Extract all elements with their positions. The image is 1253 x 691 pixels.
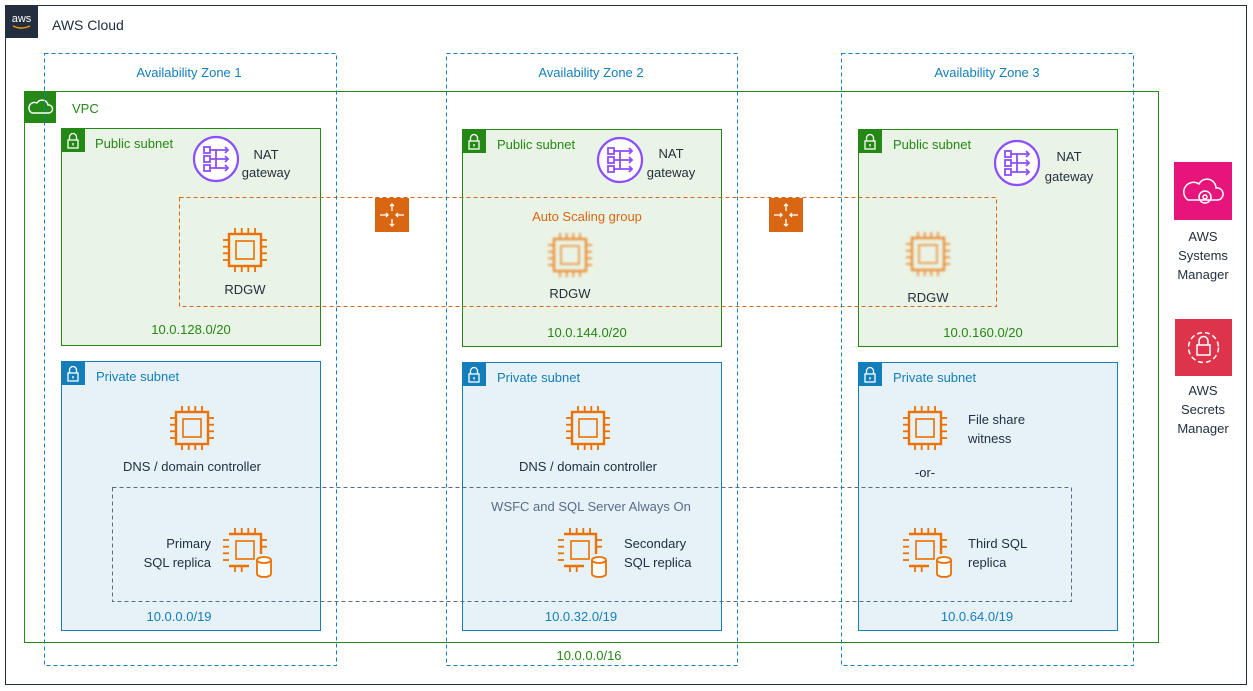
primary-sql-replica-label-line2: SQL replica [144, 555, 212, 570]
availability-zone-2 [446, 53, 738, 666]
public-subnet-1: Public subnet NAT gateway 10.0.128.0/20 [61, 128, 321, 346]
nat-gateway-label-line2: gateway [242, 165, 291, 180]
private-subnet-label: Private subnet [497, 370, 580, 385]
service-label-line2: Secrets [1181, 402, 1226, 417]
availability-zone-label: Availability Zone 1 [136, 65, 241, 80]
rdgw-label: RDGW [224, 282, 266, 297]
aws-cloud-label: AWS Cloud [52, 17, 124, 33]
auto-scaling-icon [374, 197, 410, 233]
availability-zone-1 [44, 53, 337, 666]
auto-scaling-group-label: Auto Scaling group [532, 209, 642, 224]
private-subnet-label: Private subnet [96, 369, 179, 384]
secrets-manager-icon [1175, 319, 1232, 376]
subnet-cidr: 10.0.32.0/19 [545, 609, 617, 624]
auto-scaling-group-frame [179, 197, 997, 307]
public-subnet-2: Public subnet NAT gateway 10.0.144.0/20 [462, 129, 722, 347]
aws-logo [5, 5, 38, 38]
public-subnet-label: Public subnet [893, 137, 971, 152]
subnet-cidr: 10.0.0.0/19 [146, 609, 211, 624]
subnet-cidr: 10.0.64.0/19 [941, 609, 1013, 624]
public-subnet-3: Public subnet NAT gateway 10.0.160.0/20 [858, 129, 1118, 347]
nat-gateway-label-line2: gateway [1045, 169, 1094, 184]
rdgw-label: RDGW [907, 290, 949, 305]
aws-logo-smile [12, 25, 31, 29]
availability-zone-label: Availability Zone 2 [538, 65, 643, 80]
third-sql-replica-label-line1: Third SQL [968, 536, 1027, 551]
primary-sql-replica-label-line1: Primary [166, 536, 211, 551]
subnet-cidr: 10.0.144.0/20 [547, 325, 627, 340]
file-share-witness-label-line1: File share [968, 412, 1025, 427]
vpc-label: VPC [72, 101, 99, 116]
nat-gateway-label-line1: NAT [658, 146, 683, 161]
aws-cloud-frame [5, 5, 1247, 685]
private-subnet-label: Private subnet [893, 370, 976, 385]
secrets-manager-service: AWS Secrets Manager [1175, 319, 1232, 436]
third-sql-replica-label-line2: replica [968, 555, 1007, 570]
private-subnet-1: Private subnet DNS / domain controller 1… [61, 361, 321, 631]
nat-gateway-icon [596, 136, 644, 184]
systems-manager-service: AWS Systems Manager [1174, 162, 1232, 282]
service-label-line3: Manager [1177, 421, 1229, 436]
service-label-line2: Systems [1178, 248, 1228, 263]
auto-scaling-icon [768, 197, 804, 233]
public-subnet-label: Public subnet [497, 137, 575, 152]
dns-domain-controller-label: DNS / domain controller [519, 459, 658, 474]
dns-domain-controller-label: DNS / domain controller [123, 459, 262, 474]
subnet-cidr: 10.0.128.0/20 [151, 322, 231, 337]
file-share-witness-label-line2: witness [967, 431, 1012, 446]
nat-gateway-icon [993, 139, 1041, 187]
secondary-sql-replica-label-line2: SQL replica [624, 555, 692, 570]
wsfc-label: WSFC and SQL Server Always On [491, 499, 691, 514]
public-subnet-label: Public subnet [95, 136, 173, 151]
service-label-line1: AWS [1188, 383, 1217, 398]
private-subnet-3: Private subnet File share witness -or- 1… [858, 362, 1118, 631]
or-label: -or- [915, 465, 935, 480]
aws-logo-text: aws [12, 13, 32, 25]
vpc-frame [24, 91, 1159, 643]
nat-gateway-label-line1: NAT [253, 147, 278, 162]
service-label-line3: Manager [1177, 267, 1229, 282]
secondary-sql-replica-label-line1: Secondary [624, 536, 687, 551]
vpc-cloud-icon [28, 99, 54, 114]
nat-gateway-label-line2: gateway [647, 165, 696, 180]
rdgw-label: RDGW [549, 286, 591, 301]
nat-gateway-icon [192, 135, 240, 183]
wsfc-group-frame [112, 487, 1072, 602]
subnet-cidr: 10.0.160.0/20 [943, 325, 1023, 340]
vpc-cidr: 10.0.0.0/16 [556, 648, 621, 663]
availability-zone-label: Availability Zone 3 [934, 65, 1039, 80]
availability-zone-3 [841, 53, 1134, 666]
nat-gateway-label-line1: NAT [1056, 149, 1081, 164]
private-subnet-2: Private subnet DNS / domain controller 1… [462, 362, 722, 631]
service-label-line1: AWS [1188, 229, 1217, 244]
